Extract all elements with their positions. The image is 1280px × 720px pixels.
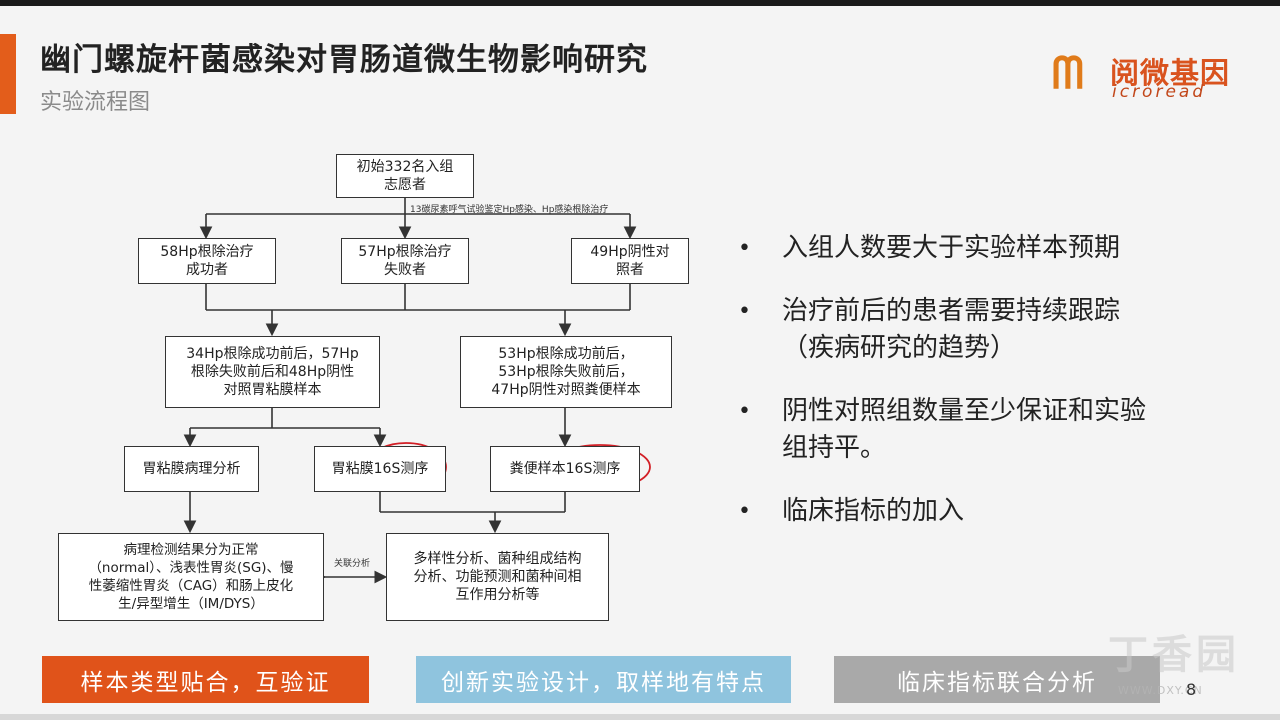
bullet-item: • 临床指标的加入 <box>738 493 1238 530</box>
bullet-dot-icon: • <box>738 299 751 324</box>
bullet-dot-icon: • <box>738 399 751 424</box>
bottom-border <box>0 714 1280 720</box>
highlight-button-clinical-indicators: 临床指标联合分析 <box>834 656 1160 703</box>
node-microbiome-analysis: 多样性分析、菌种组成结构分析、功能预测和菌种间相互作用分析等 <box>386 533 609 621</box>
key-points-list: • 入组人数要大于实验样本预期 • 治疗前后的患者需要持续跟踪（疾病研究的趋势）… <box>738 230 1238 556</box>
highlight-button-sample-types: 样本类型贴合，互验证 <box>42 656 369 703</box>
node-gastric-pathology: 胃粘膜病理分析 <box>124 446 259 492</box>
bullet-item: • 阴性对照组数量至少保证和实验组持平。 <box>738 393 1238 467</box>
page-number: 8 <box>1186 680 1197 699</box>
page-title: 幽门螺旋杆菌感染对胃肠道微生物影响研究 <box>40 42 648 78</box>
bullet-dot-icon: • <box>738 499 751 524</box>
node-gastric-16s-sequencing: 胃粘膜16S测序 <box>314 446 446 492</box>
node-initial-volunteers: 初始332名入组志愿者 <box>336 154 474 198</box>
logo-text-en: icroread <box>1112 82 1207 102</box>
node-hp-negative-control: 49Hp阴性对照者 <box>571 238 689 284</box>
title-accent-bar <box>0 34 16 114</box>
node-pathology-results: 病理检测结果分为正常（normal）、浅表性胃炎(SG)、慢性萎缩性胃炎（CAG… <box>58 533 324 621</box>
watermark-url: WWW.DXY.CN <box>1118 684 1203 697</box>
watermark-logo: 丁香园 <box>1108 632 1240 678</box>
top-bar <box>0 0 1280 6</box>
node-fecal-16s-sequencing: 粪便样本16S测序 <box>490 446 640 492</box>
bullet-item: • 入组人数要大于实验样本预期 <box>738 230 1238 267</box>
company-logo: ᗰ 阅微基因 icroread <box>1052 44 1247 104</box>
bullet-dot-icon: • <box>738 236 751 261</box>
edge-label-association: 关联分析 <box>334 559 371 569</box>
highlight-button-innovative-design: 创新实验设计，取样地有特点 <box>416 656 791 703</box>
page-subtitle: 实验流程图 <box>40 90 151 115</box>
node-hp-eradication-failure: 57Hp根除治疗失败者 <box>341 238 469 284</box>
node-hp-eradication-success: 58Hp根除治疗成功者 <box>138 238 276 284</box>
edge-label-screening: 13碳尿素呼气试验鉴定Hp感染、Hp感染根除治疗 <box>410 205 609 215</box>
logo-mark-icon: ᗰ <box>1052 48 1084 99</box>
bullet-item: • 治疗前后的患者需要持续跟踪（疾病研究的趋势） <box>738 293 1238 367</box>
logo-text-cn: 阅微基因 <box>1110 56 1231 90</box>
node-fecal-samples: 53Hp根除成功前后，53Hp根除失败前后，47Hp阴性对照粪便样本 <box>460 336 672 408</box>
